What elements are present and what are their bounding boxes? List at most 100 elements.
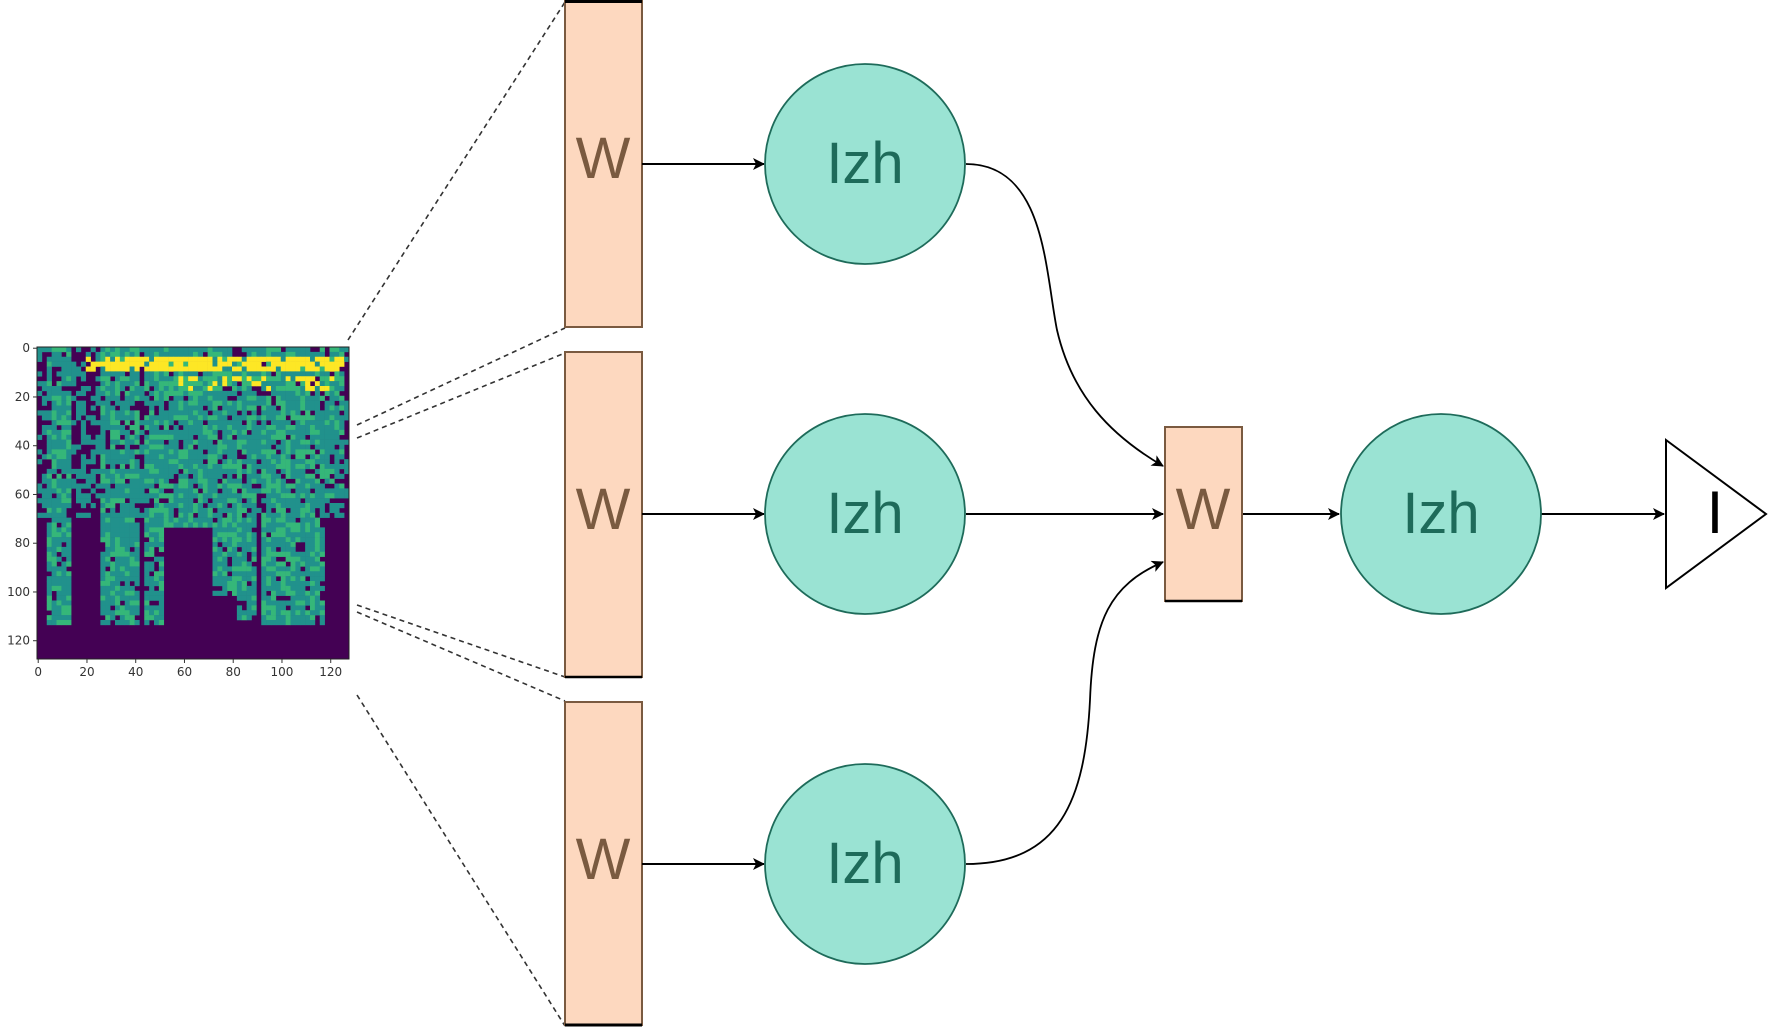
spectrogram-cell <box>71 483 77 489</box>
spectrogram-cell <box>295 527 301 533</box>
spectrogram-cell <box>207 459 213 465</box>
spectrogram-cell <box>266 361 272 367</box>
spectrogram-cell <box>271 561 277 567</box>
spectrogram-cell <box>227 347 233 353</box>
spectrogram-cell <box>251 468 257 475</box>
spectrogram-cell <box>51 478 57 484</box>
spectrogram-cell <box>115 454 121 460</box>
spectrogram-cell <box>115 517 121 523</box>
spectrogram-cell <box>300 527 306 533</box>
spectrogram-cell <box>314 488 321 494</box>
spectrogram-cell <box>280 449 286 455</box>
spectrogram-cell <box>197 356 204 362</box>
spectrogram-cell <box>61 507 67 514</box>
spectrogram-cell <box>329 361 335 367</box>
spectrogram-cell <box>300 371 306 377</box>
spectrogram-cell <box>154 425 160 431</box>
spectrogram-cell <box>163 395 169 401</box>
spectrogram-cell <box>154 376 160 382</box>
spectrogram-cell <box>246 498 252 504</box>
spectrogram-cell <box>76 390 82 397</box>
spectrogram-cell <box>310 517 316 523</box>
spectrogram-cell <box>124 537 130 543</box>
spectrogram-cell <box>56 542 62 548</box>
spectrogram-cell <box>241 576 247 582</box>
spectrogram-cell <box>285 361 291 367</box>
spectrogram-cell <box>222 366 228 372</box>
spectrogram-cell <box>310 600 316 606</box>
spectrogram-cell <box>61 376 67 382</box>
spectrogram-cell <box>232 576 238 582</box>
spectrogram-cell <box>324 444 330 450</box>
spectrogram-cell <box>129 561 135 567</box>
spectrogram-cell <box>241 566 247 572</box>
spectrogram-cell <box>80 459 87 465</box>
spectrogram-cell <box>129 576 135 582</box>
spectrogram-cell <box>183 390 189 397</box>
spectrogram-cell <box>56 512 62 518</box>
spectrogram-cell <box>329 449 335 455</box>
spectrogram-cell <box>188 376 194 382</box>
spectrogram-cell <box>275 347 282 353</box>
spectrogram-cell <box>256 395 262 401</box>
spectrogram-cell <box>51 468 57 475</box>
spectrogram-cell <box>241 537 247 543</box>
spectrogram-cell <box>154 581 160 587</box>
spectrogram-cell <box>66 600 72 606</box>
spectrogram-cell <box>100 381 106 387</box>
spectrogram-cell <box>134 449 140 455</box>
spectrogram-cell <box>100 420 106 426</box>
spectrogram-cell <box>295 561 301 567</box>
spectrogram-cell <box>300 464 306 470</box>
spectrogram-cell <box>285 532 291 538</box>
spectrogram-cell <box>134 610 140 616</box>
spectrogram-cell <box>90 347 96 353</box>
spectrogram-cell <box>154 434 160 440</box>
spectrogram-cell <box>134 351 140 358</box>
spectrogram-cell <box>246 395 252 401</box>
spectrogram-cell <box>105 610 111 616</box>
spectrogram-cell <box>154 576 160 582</box>
spectrogram-cell <box>266 415 272 421</box>
spectrogram-cell <box>202 493 208 499</box>
spectrogram-cell <box>129 522 135 528</box>
spectrogram-cell <box>305 429 311 436</box>
spectrogram-cell <box>51 483 57 489</box>
spectrogram-cell <box>266 439 272 445</box>
spectrogram-cell <box>310 581 316 587</box>
spectrogram-cell <box>261 571 267 577</box>
spectrogram-cell <box>61 381 67 387</box>
spectrogram-cell <box>61 464 67 470</box>
spectrogram-cell <box>134 493 140 499</box>
spectrogram-cell <box>61 400 67 406</box>
spectrogram-cell <box>246 605 252 611</box>
spectrogram-cell <box>115 415 121 421</box>
spectrogram-cell <box>227 546 233 553</box>
spectrogram-cell <box>236 517 243 523</box>
spectrogram-cell <box>232 512 238 518</box>
spectrogram-cell <box>212 527 218 533</box>
spectrogram-cell <box>202 400 208 406</box>
spectrogram-cell <box>285 356 291 362</box>
spectrogram-cell <box>110 610 116 616</box>
spectrogram-cell <box>197 395 204 401</box>
spectrogram-cell <box>76 400 82 406</box>
spectrogram-cell <box>154 444 160 450</box>
spectrogram-cell <box>329 415 335 421</box>
spectrogram-cell <box>256 429 262 436</box>
spectrogram-cell <box>66 493 72 499</box>
spectrogram-cell <box>207 395 213 401</box>
spectrogram-cell <box>100 425 106 431</box>
spectrogram-cell <box>266 449 272 455</box>
spectrogram-cell <box>178 503 184 509</box>
spectrogram-cell <box>314 546 321 553</box>
spectrogram-cell <box>266 610 272 616</box>
spectrogram-cell <box>168 439 174 445</box>
spectrogram-cell <box>300 425 306 431</box>
spectrogram-cell <box>300 600 306 606</box>
spectrogram-cell <box>168 449 174 455</box>
spectrogram-cell <box>324 366 330 372</box>
spectrogram-cell <box>329 420 335 426</box>
spectrogram-cell <box>100 527 106 533</box>
spectrogram-cell <box>61 493 67 499</box>
